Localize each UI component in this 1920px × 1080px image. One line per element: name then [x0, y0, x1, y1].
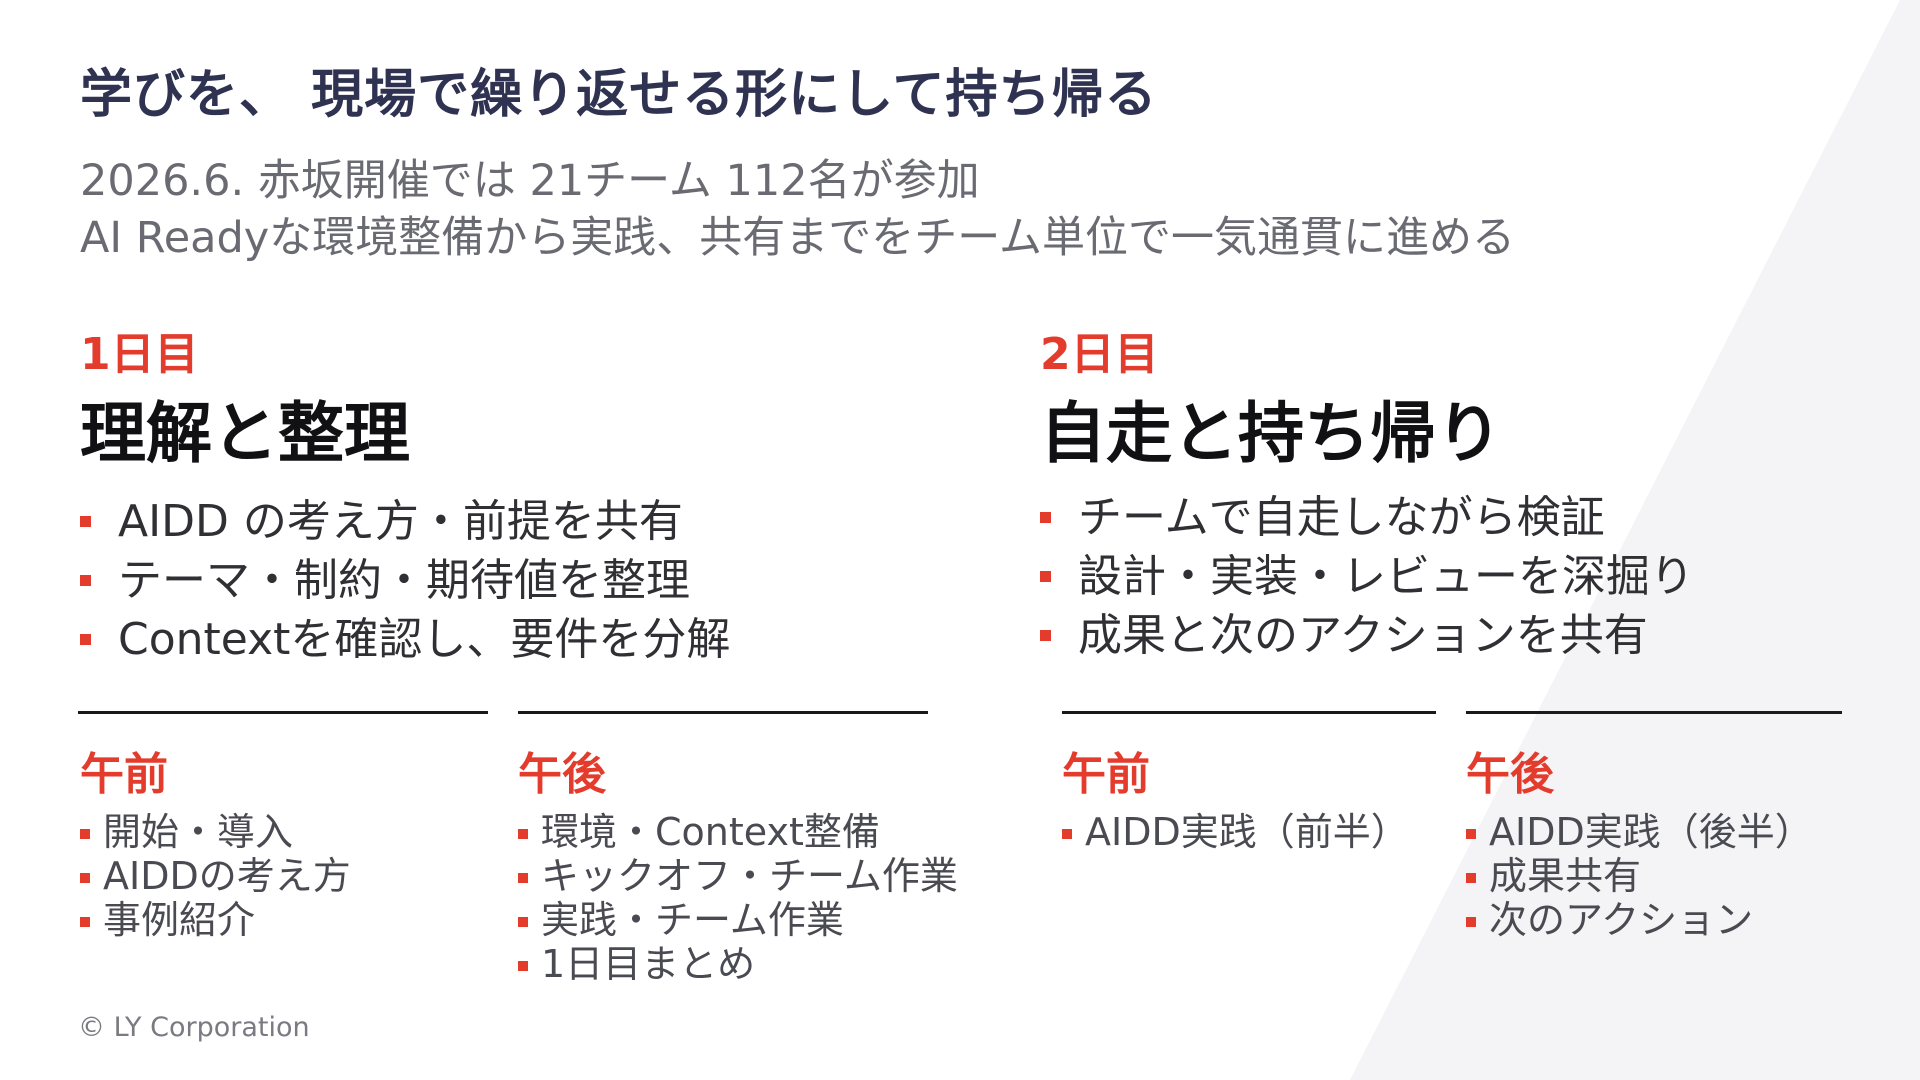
- day1-pm-items: 環境・Context整備 キックオフ・チーム作業 実践・チーム作業 1日目まとめ: [518, 810, 958, 986]
- day2-am-label: 午前: [1062, 749, 1150, 800]
- list-item: チームで自走しながら検証: [1040, 488, 1694, 547]
- bullet-marker: [80, 516, 91, 527]
- day2-label: 2日目: [1040, 329, 1159, 380]
- day2-pm-items: AIDD実践（後半） 成果共有 次のアクション: [1466, 810, 1813, 942]
- divider-day1-am: [78, 711, 488, 714]
- bullet-marker: [1466, 873, 1476, 883]
- list-item: 事例紹介: [80, 898, 351, 942]
- day2-points: チームで自走しながら検証 設計・実装・レビューを深掘り 成果と次のアクションを共…: [1040, 488, 1694, 665]
- list-item: 設計・実装・レビューを深掘り: [1040, 547, 1694, 606]
- list-item: AIDD の考え方・前提を共有: [80, 492, 730, 551]
- list-item: 成果と次のアクションを共有: [1040, 606, 1694, 665]
- bullet-marker: [80, 634, 91, 645]
- bullet-marker: [80, 873, 90, 883]
- bullet-marker: [518, 961, 528, 971]
- bullet-marker: [80, 917, 90, 927]
- list-item: 環境・Context整備: [518, 810, 958, 854]
- bullet-marker: [518, 829, 528, 839]
- subtitle-line-2: AI Readyな環境整備から実践、共有までをチーム単位で一気通貫に進める: [80, 213, 1515, 263]
- bullet-marker: [1040, 630, 1051, 641]
- day1-points: AIDD の考え方・前提を共有 テーマ・制約・期待値を整理 Contextを確認…: [80, 492, 730, 669]
- bullet-marker: [1040, 571, 1051, 582]
- day1-label: 1日目: [80, 329, 199, 380]
- slide-title: 学びを、 現場で繰り返せる形にして持ち帰る: [80, 65, 1158, 125]
- bullet-marker: [80, 829, 90, 839]
- list-item: テーマ・制約・期待値を整理: [80, 551, 730, 610]
- list-item: キックオフ・チーム作業: [518, 854, 958, 898]
- day2-heading: 自走と持ち帰り: [1040, 395, 1502, 472]
- bullet-marker: [518, 917, 528, 927]
- bullet-marker: [518, 873, 528, 883]
- day1-heading: 理解と整理: [80, 395, 410, 472]
- list-item: 実践・チーム作業: [518, 898, 958, 942]
- day2-am-items: AIDD実践（前半）: [1062, 810, 1409, 854]
- list-item: 次のアクション: [1466, 898, 1813, 942]
- list-item: 開始・導入: [80, 810, 351, 854]
- list-item: AIDDの考え方: [80, 854, 351, 898]
- subtitle-line-1: 2026.6. 赤坂開催では 21チーム 112名が参加: [80, 156, 980, 206]
- bullet-marker: [1466, 917, 1476, 927]
- bullet-marker: [1466, 829, 1476, 839]
- bullet-marker: [80, 575, 91, 586]
- bullet-marker: [1040, 512, 1051, 523]
- day1-pm-label: 午後: [518, 749, 606, 800]
- list-item: Contextを確認し、要件を分解: [80, 610, 730, 669]
- day1-am-items: 開始・導入 AIDDの考え方 事例紹介: [80, 810, 351, 942]
- divider-day2-pm: [1466, 711, 1842, 714]
- list-item: AIDD実践（前半）: [1062, 810, 1409, 854]
- divider-day2-am: [1062, 711, 1436, 714]
- copyright-footer: © LY Corporation: [78, 1012, 310, 1043]
- list-item: 成果共有: [1466, 854, 1813, 898]
- list-item: AIDD実践（後半）: [1466, 810, 1813, 854]
- day2-pm-label: 午後: [1466, 749, 1554, 800]
- divider-day1-pm: [518, 711, 928, 714]
- bullet-marker: [1062, 829, 1072, 839]
- day1-am-label: 午前: [80, 749, 168, 800]
- list-item: 1日目まとめ: [518, 942, 958, 986]
